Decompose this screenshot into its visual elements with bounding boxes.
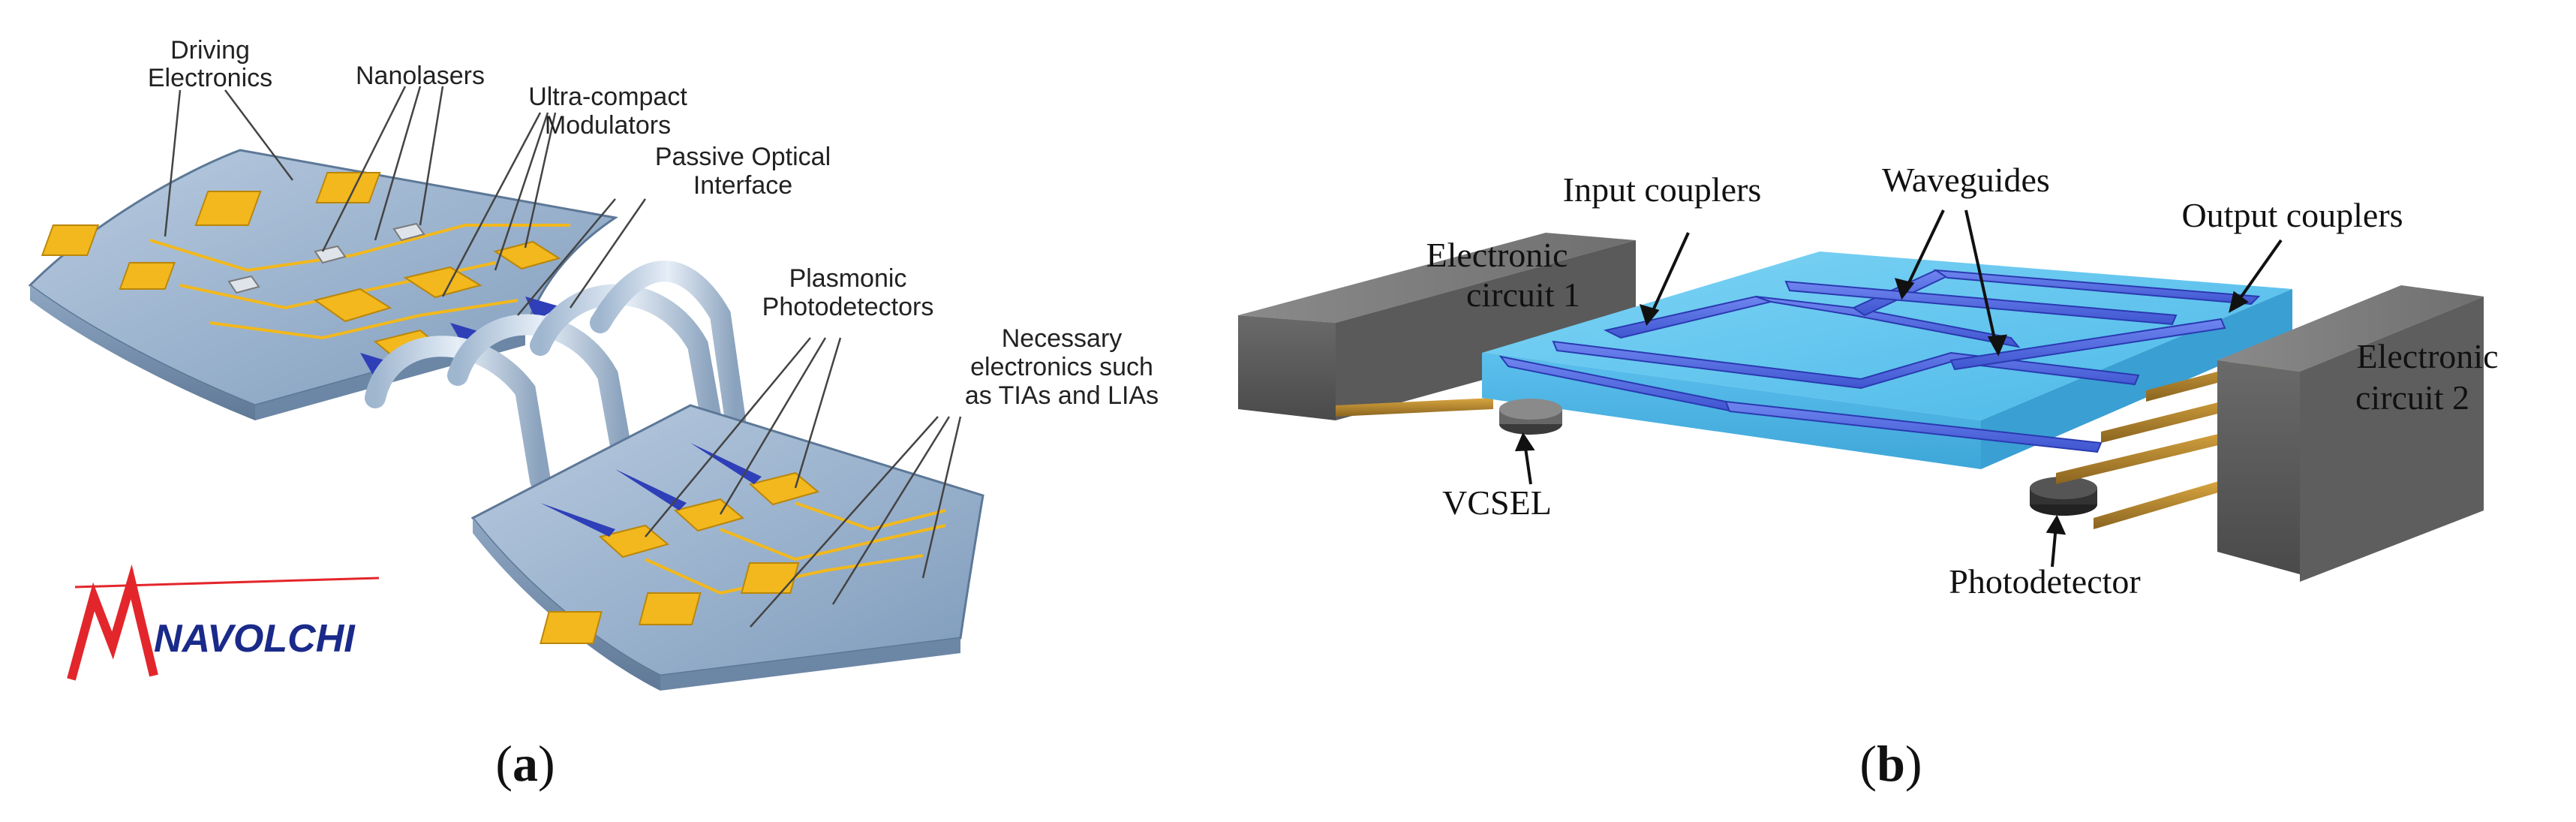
label-electronic-2-line2: circuit 2 <box>2355 378 2469 417</box>
panel-b-arrows <box>1514 209 2283 568</box>
logo-text: NAVOLCHI <box>154 617 356 661</box>
electronic-circuit-1-block <box>1238 233 1636 420</box>
label-driving-1: Driving <box>170 36 250 65</box>
label-electronic-1-line1: Electronic <box>1426 236 1568 274</box>
left-pins <box>1336 398 1493 417</box>
label-modulators-1: Ultra-compact <box>528 83 687 111</box>
label-modulators-2: Modulators <box>545 111 671 140</box>
label-plasmonic-1: Plasmonic <box>789 264 907 293</box>
label-passive-2: Interface <box>693 171 792 200</box>
label-input-couplers: Input couplers <box>1563 170 1761 209</box>
vcsel-disk <box>1499 399 1562 435</box>
photodetector-disk <box>2030 477 2097 516</box>
panel-b-labels: Input couplers Waveguides Output coupler… <box>1426 161 2498 601</box>
caption-b: (b) <box>1859 735 1922 792</box>
label-nanolasers: Nanolasers <box>356 62 485 90</box>
label-vcsel: VCSEL <box>1442 483 1552 522</box>
navolchi-logo: NAVOLCHI <box>67 564 380 681</box>
lower-chip <box>470 404 984 691</box>
panel-a-labels: Driving Electronics Nanolasers Ultra-com… <box>148 36 1159 410</box>
driving-electronics-pads <box>41 172 381 290</box>
label-necessary-3: as TIAs and LIAs <box>965 381 1159 410</box>
label-driving-2: Electronics <box>148 64 272 92</box>
panel-a-leader-lines <box>164 86 962 628</box>
label-electronic-1-line2: circuit 1 <box>1466 276 1580 314</box>
electronic-circuit-2-block <box>2217 285 2484 582</box>
label-plasmonic-2: Photodetectors <box>762 293 934 321</box>
necessary-electronics-pads <box>540 562 800 644</box>
passive-optical-fibers <box>365 260 746 491</box>
waveguides <box>1498 269 2261 453</box>
label-necessary-2: electronics such <box>970 353 1153 381</box>
label-waveguides: Waveguides <box>1882 161 2050 199</box>
label-passive-1: Passive Optical <box>655 143 831 171</box>
panel-b: Input couplers Waveguides Output coupler… <box>1238 161 2499 792</box>
panel-a: Driving Electronics Nanolasers Ultra-com… <box>28 36 1159 792</box>
label-output-couplers: Output couplers <box>2181 196 2403 234</box>
caption-a: (a) <box>495 735 555 792</box>
label-electronic-2-line1: Electronic <box>2356 337 2498 375</box>
label-necessary-1: Necessary <box>1002 324 1123 353</box>
label-photodetector: Photodetector <box>1949 562 2141 601</box>
